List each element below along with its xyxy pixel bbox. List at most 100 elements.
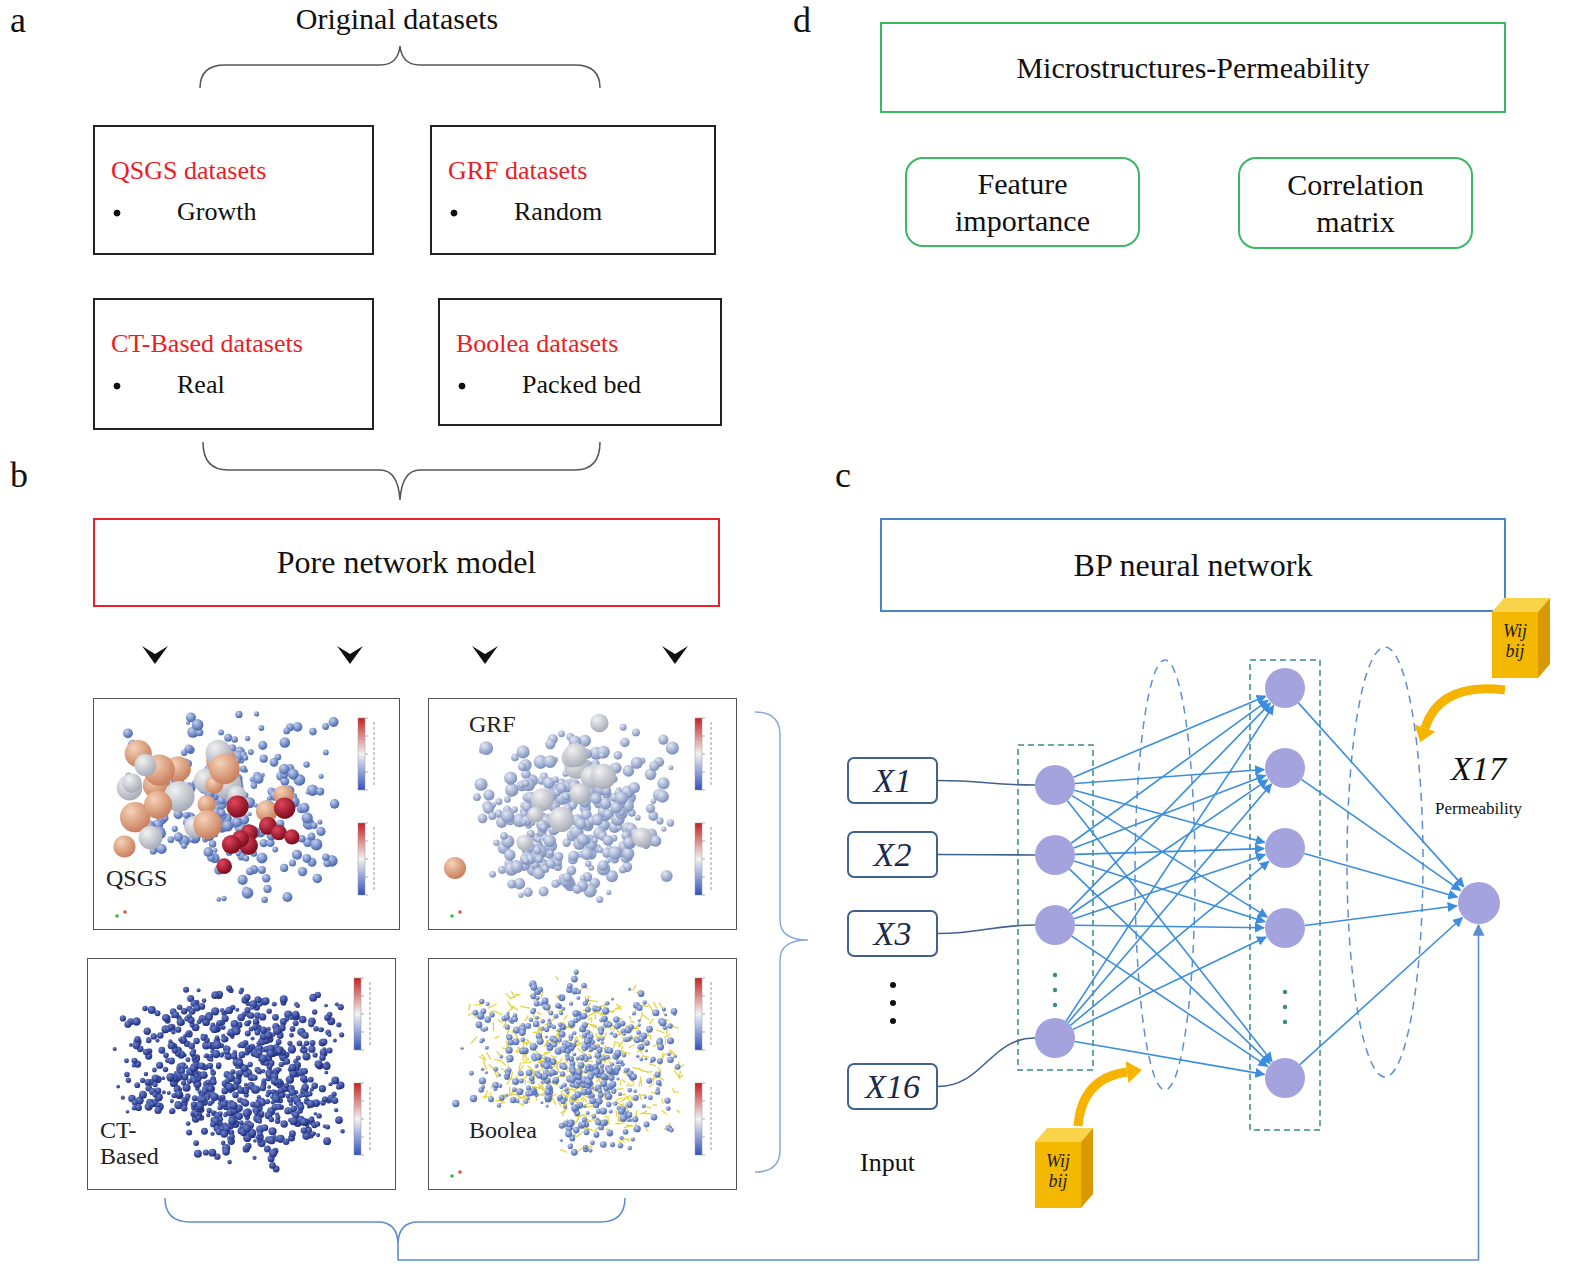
pore-sphere [162, 1090, 166, 1094]
pore-throat [509, 995, 518, 999]
pore-throat [593, 1012, 602, 1014]
pore-sphere [500, 832, 508, 840]
pore-sphere [289, 1130, 296, 1137]
pore-sphere [331, 1097, 338, 1104]
pore-throat [618, 1043, 620, 1047]
pore-sphere [300, 1075, 307, 1082]
pore-sphere [226, 985, 232, 991]
pore-sphere [516, 835, 532, 851]
pore-sphere [168, 1025, 173, 1030]
pore-sphere [667, 819, 674, 826]
pore-sphere [631, 757, 643, 769]
pore-sphere [269, 1117, 275, 1123]
pore-sphere [210, 1132, 214, 1136]
pore-throat [659, 1077, 664, 1080]
pore-sphere [293, 1020, 299, 1026]
pore-sphere [485, 1046, 489, 1050]
pore-sphere [222, 1015, 229, 1022]
pore-throat [560, 1058, 563, 1063]
pore-sphere [242, 887, 254, 899]
pore-sphere [473, 793, 481, 801]
pore-sphere [316, 827, 325, 836]
pore-throat [616, 1111, 618, 1117]
pore-sphere [267, 1085, 271, 1089]
pore-sphere [289, 1102, 293, 1106]
pore-sphere [548, 850, 553, 855]
pore-sphere [277, 1049, 282, 1054]
pore-sphere [522, 780, 529, 787]
pore-sphere [335, 1116, 343, 1124]
pore-sphere [239, 1051, 246, 1058]
pore-sphere [209, 840, 217, 848]
pore-sphere [319, 1054, 325, 1060]
pore-sphere [325, 1124, 330, 1129]
pore-sphere [585, 861, 592, 868]
pore-sphere [221, 1037, 227, 1043]
pore-throat [656, 1030, 664, 1033]
pore-sphere [278, 1087, 284, 1093]
pore-throat [639, 1080, 641, 1086]
pore-sphere [244, 1021, 249, 1026]
pore-sphere [152, 1092, 157, 1097]
pore-sphere [202, 998, 207, 1003]
pore-sphere [259, 1055, 267, 1063]
pore-sphere [124, 1021, 131, 1028]
pore-sphere [666, 741, 679, 754]
pore-sphere [564, 743, 588, 767]
pore-sphere [629, 782, 640, 793]
pore-sphere [221, 1051, 225, 1055]
pore-throat [629, 1045, 634, 1048]
pore-sphere [301, 1127, 308, 1134]
pore-sphere [539, 887, 549, 897]
pore-sphere [511, 754, 519, 762]
pore-sphere [311, 822, 318, 829]
pore-sphere [504, 796, 511, 803]
pore-sphere [588, 1149, 592, 1153]
pore-throat [617, 1004, 622, 1010]
pore-sphere [272, 1014, 279, 1021]
pore-throat [542, 1052, 551, 1056]
pore-sphere [184, 1096, 188, 1100]
pore-sphere [562, 792, 571, 801]
pore-sphere [280, 737, 291, 748]
pore-throat [679, 1071, 680, 1078]
pore-sphere [213, 1041, 221, 1049]
pore-sphere [276, 1104, 282, 1110]
pore-sphere [620, 724, 627, 731]
pore-throat [640, 1111, 647, 1114]
pore-sphere [235, 711, 242, 718]
pore-sphere [504, 772, 517, 785]
pore-sphere [143, 1049, 150, 1056]
pore-throat [633, 985, 636, 991]
pore-sphere [228, 1117, 236, 1125]
pore-throat [498, 1020, 503, 1023]
pore-sphere [271, 825, 287, 841]
pore-sphere [513, 1027, 520, 1034]
pore-sphere [571, 1149, 578, 1156]
pore-sphere [258, 741, 267, 750]
pore-throat [621, 1079, 625, 1083]
pore-throat [664, 1034, 671, 1037]
pore-sphere [254, 1111, 258, 1115]
pore-sphere [571, 976, 578, 983]
pore-sphere [155, 1010, 161, 1016]
pore-sphere [656, 790, 669, 803]
pore-sphere [258, 1046, 262, 1050]
pore-sphere [268, 1136, 276, 1144]
pore-sphere [313, 1026, 319, 1032]
pore-sphere [259, 1085, 266, 1092]
pore-throat [587, 1024, 597, 1026]
pore-sphere [269, 1149, 277, 1157]
pore-throat [506, 993, 511, 998]
pore-sphere [150, 1102, 155, 1107]
panel-illustrations [113, 711, 711, 1178]
pore-sphere [290, 1117, 298, 1125]
pore-sphere [174, 832, 183, 841]
pore-sphere [207, 1063, 213, 1069]
pore-sphere [215, 1035, 219, 1039]
pore-throat [550, 1056, 557, 1058]
pore-throat [649, 1019, 653, 1024]
pore-sphere [592, 837, 598, 843]
pore-sphere [211, 1007, 219, 1015]
pore-sphere [302, 1084, 309, 1091]
